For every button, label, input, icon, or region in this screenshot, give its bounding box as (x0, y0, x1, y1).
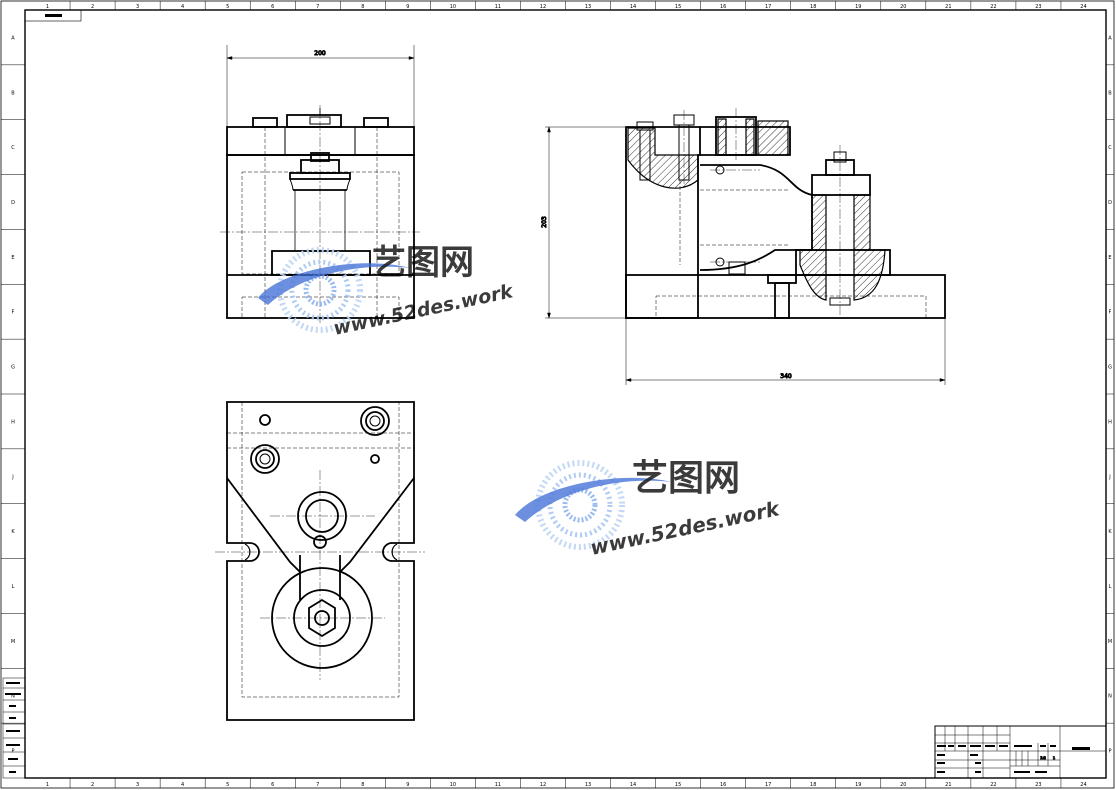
grid-row-label: C (11, 145, 15, 151)
grid-row-label: J (11, 474, 13, 480)
grid-row-label: P (11, 749, 14, 755)
grid-column-label: 13 (585, 4, 591, 10)
watermark-center-url-text: www.52des.work (588, 496, 783, 560)
grid-column-label: 6 (271, 4, 274, 10)
grid-row-label: C (1108, 145, 1112, 151)
watermark-upper: 艺图网 www.52des.work (258, 243, 516, 340)
title-block: 1:2 1 (934, 725, 1107, 779)
grid-column-label: 10 (450, 4, 456, 10)
grid-column-label: 8 (361, 782, 364, 788)
grid-row-label: B (11, 90, 15, 96)
grid-row-label: B (1108, 90, 1112, 96)
grid-row-label: N (11, 694, 15, 700)
grid-column-label: 1 (46, 782, 49, 788)
grid-column-label: 19 (855, 4, 861, 10)
grid-row-label: P (1108, 749, 1111, 755)
grid-column-label: 4 (181, 782, 184, 788)
grid-column-label: 5 (226, 782, 229, 788)
grid-column-label: 16 (720, 4, 726, 10)
grid-column-label: 23 (1035, 4, 1041, 10)
title-block-scale: 1:2 (1040, 756, 1046, 760)
title-block-sheet: 1 (1053, 756, 1055, 760)
grid-column-label: 7 (316, 4, 319, 10)
grid-column-label: 21 (945, 4, 951, 10)
grid-column-label: 9 (406, 782, 409, 788)
grid-column-label: 12 (540, 4, 546, 10)
grid-row-label: J (1108, 474, 1110, 480)
grid-row-label: G (1108, 365, 1112, 371)
grid-column-label: 3 (136, 782, 139, 788)
grid-column-label: 16 (720, 782, 726, 788)
grid-column-label: 14 (630, 4, 636, 10)
grid-column-label: 23 (1035, 782, 1041, 788)
grid-column-label: 20 (900, 4, 906, 10)
front-view: 200 (220, 45, 420, 325)
grid-column-label: 9 (406, 4, 409, 10)
grid-column-label: 1 (46, 4, 49, 10)
watermark-center: 艺图网 www.52des.work (515, 458, 783, 560)
grid-column-label: 15 (675, 782, 681, 788)
grid-column-label: 24 (1080, 4, 1086, 10)
front-width-dimension (226, 45, 415, 127)
top-plan-view (215, 401, 425, 721)
grid-column-label: 20 (900, 782, 906, 788)
grid-row-label: M (11, 639, 15, 645)
grid-row-label: L (12, 584, 15, 590)
grid-column-label: 18 (810, 782, 816, 788)
side-section-view: 203 340 (541, 108, 946, 385)
grid-row-label: K (1108, 529, 1112, 535)
grid-zone-labels: 1122334455667788991010111112121313141415… (11, 4, 1113, 788)
grid-row-label: K (11, 529, 15, 535)
grid-column-label: 17 (765, 4, 771, 10)
grid-row-label: D (1108, 200, 1112, 206)
grid-row-label: A (1108, 35, 1112, 41)
grid-column-label: 11 (495, 782, 501, 788)
grid-column-label: 6 (271, 782, 274, 788)
grid-row-label: L (1109, 584, 1112, 590)
grid-row-label: A (11, 35, 15, 41)
grid-column-label: 7 (316, 782, 319, 788)
grid-row-label: M (1108, 639, 1112, 645)
grid-column-label: 3 (136, 4, 139, 10)
grid-column-label: 4 (181, 4, 184, 10)
watermark-center-cn-text: 艺图网 (632, 458, 740, 499)
grid-column-label: 13 (585, 782, 591, 788)
watermark-cn-text: 艺图网 (372, 243, 474, 283)
grid-column-label: 12 (540, 782, 546, 788)
grid-column-label: 10 (450, 782, 456, 788)
grid-row-label: H (1108, 419, 1112, 425)
grid-column-label: 5 (226, 4, 229, 10)
grid-column-label: 8 (361, 4, 364, 10)
grid-column-label: 14 (630, 782, 636, 788)
grid-column-label: 22 (990, 4, 996, 10)
grid-row-label: F (12, 310, 15, 316)
grid-column-label: 22 (990, 782, 996, 788)
grid-column-label: 17 (765, 782, 771, 788)
watermark-url-text: www.52des.work (331, 280, 516, 340)
grid-row-label: N (1108, 694, 1112, 700)
grid-column-label: 15 (675, 4, 681, 10)
revision-strip (2, 677, 26, 779)
grid-column-label: 2 (91, 4, 94, 10)
drawing-number-block (24, 9, 82, 22)
grid-row-label: E (11, 255, 14, 261)
grid-row-label: E (1108, 255, 1111, 261)
grid-row-label: G (11, 365, 15, 371)
grid-column-label: 21 (945, 782, 951, 788)
grid-row-label: F (1109, 310, 1112, 316)
side-length-label: 340 (780, 373, 792, 380)
side-height-label: 203 (541, 216, 548, 228)
grid-column-label: 19 (855, 782, 861, 788)
grid-column-label: 11 (495, 4, 501, 10)
grid-column-label: 24 (1080, 782, 1086, 788)
grid-column-label: 18 (810, 4, 816, 10)
grid-row-label: D (11, 200, 15, 206)
front-width-label: 200 (314, 50, 326, 57)
grid-row-label: H (11, 419, 15, 425)
grid-column-label: 2 (91, 782, 94, 788)
